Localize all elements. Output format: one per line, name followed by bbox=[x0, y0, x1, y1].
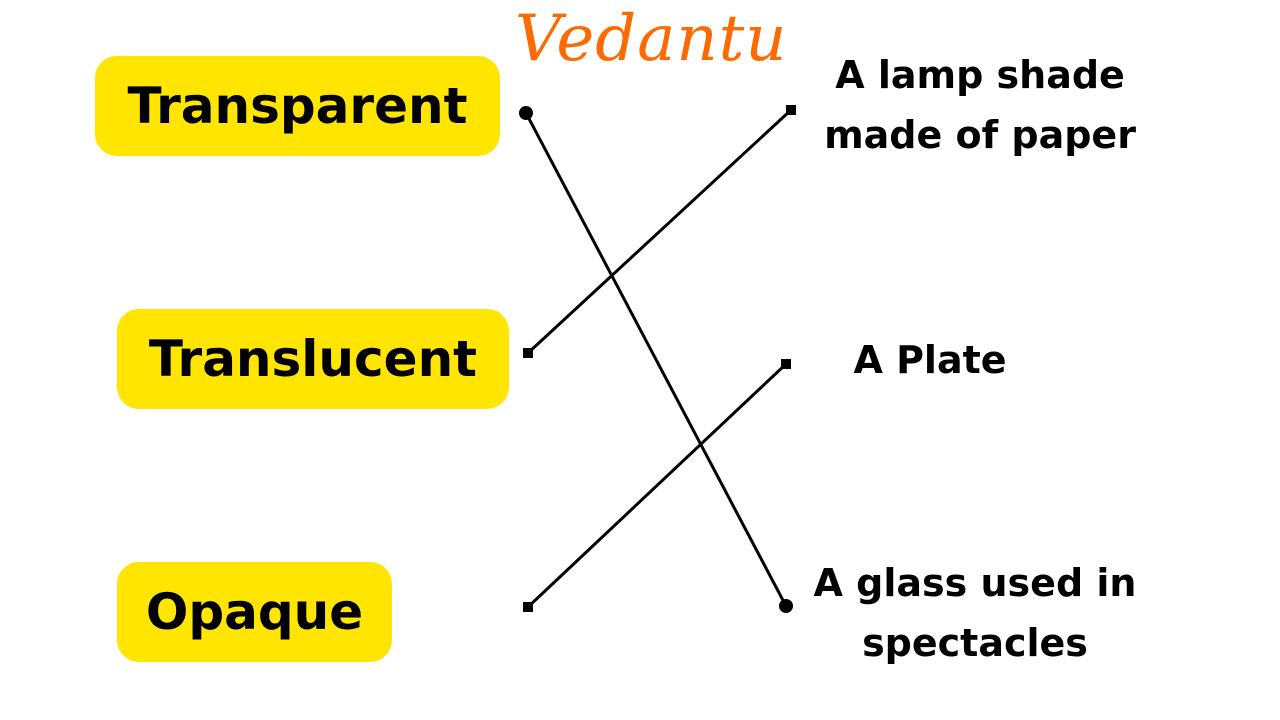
item-line: made of paper bbox=[824, 113, 1136, 157]
vedantu-logo: Vedantu bbox=[515, 2, 788, 76]
match-line-transparent bbox=[524, 112, 788, 607]
match-line-opaque bbox=[526, 362, 788, 609]
match-line-translucent bbox=[526, 108, 793, 355]
endpoint-dot bbox=[779, 599, 793, 613]
item-lamp-shade: A lamp shade made of paper bbox=[790, 45, 1170, 165]
endpoint-dot bbox=[519, 106, 533, 120]
item-glass-spectacles: A glass used in spectacles bbox=[790, 553, 1160, 673]
item-line: A lamp shade bbox=[835, 53, 1125, 97]
item-line: spectacles bbox=[862, 621, 1088, 665]
endpoint-square bbox=[786, 105, 796, 115]
term-translucent: Translucent bbox=[117, 309, 509, 409]
term-opaque: Opaque bbox=[117, 562, 392, 662]
term-transparent: Transparent bbox=[95, 56, 500, 156]
endpoint-square bbox=[781, 359, 791, 369]
endpoint-square bbox=[523, 348, 533, 358]
item-line: A glass used in bbox=[813, 561, 1137, 605]
endpoint-square bbox=[523, 602, 533, 612]
item-line: A Plate bbox=[853, 338, 1007, 382]
item-plate: A Plate bbox=[790, 330, 1070, 390]
